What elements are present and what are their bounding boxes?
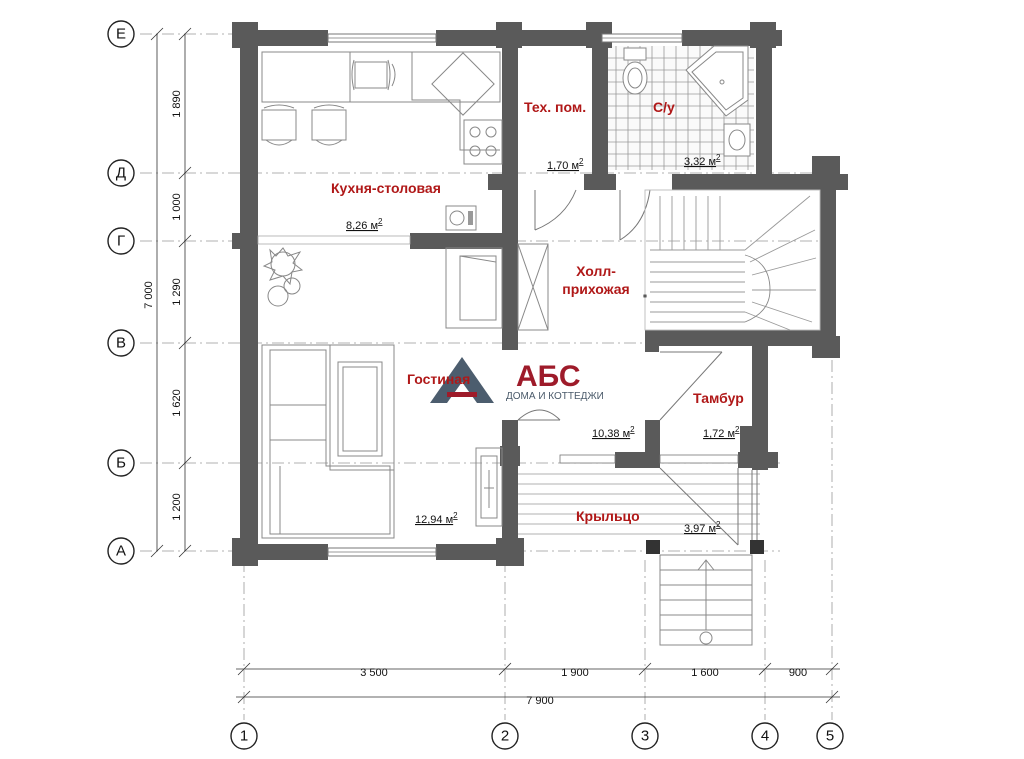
room-labels: Кухня-столовая 8,26 м2 Тех. пом. 1,70 м2… [331,99,744,535]
room-name-kitchen: Кухня-столовая [331,180,441,196]
axis-label-b: Б [116,455,126,472]
vertical-dimensions: 7 000 1 890 1 000 1 290 1 620 1 200 [143,27,192,558]
dim-vertical-3: 1 290 [171,278,183,306]
room-area-porch: 3,97 м2 [684,520,721,535]
entry-steps [659,554,753,646]
dim-vertical-5: 1 200 [171,493,183,521]
bathroom-fixtures [622,45,751,157]
axis-label-4: 4 [761,728,769,745]
logo-main-text: АБС [516,360,581,393]
doors [517,189,739,546]
logo-triangle-icon [430,357,494,403]
axis-label-e: Е [116,26,126,43]
staircase [642,189,821,331]
axis-label-1: 1 [240,728,248,745]
room-name-tech: Тех. пом. [524,99,586,115]
hall-wardrobe [517,243,549,331]
room-name-porch: Крыльцо [576,508,640,524]
axis-label-2: 2 [501,728,509,745]
logo-sub-text: ДОМА И КОТТЕДЖИ [506,391,604,402]
room-area-tambur: 1,72 м2 [703,425,740,440]
room-name-bathroom: С/у [653,99,675,115]
axis-label-v: В [116,335,126,352]
axis-bubbles-numbers: 1 2 3 4 5 [230,722,844,750]
axis-label-3: 3 [641,728,649,745]
living-furniture [261,247,503,539]
axis-bubbles-letters: Е Д Г В Б А [107,20,135,565]
dim-horizontal-4: 900 [789,667,807,679]
axis-label-g: Г [117,233,125,250]
kitchen-furniture [261,51,503,231]
dim-horizontal-2: 1 900 [561,667,589,679]
dim-vertical-1: 1 890 [171,90,183,118]
porch-deck [516,470,760,545]
dim-vertical-total: 7 000 [143,281,155,309]
axis-label-d: Д [116,165,126,182]
room-name-living: Гостиная [407,371,470,387]
walls [232,22,848,566]
horizontal-dimensions: 3 500 1 900 1 600 900 7 900 [236,662,840,707]
room-area-hall: 10,38 м2 [592,425,635,440]
axis-label-a: А [116,543,126,560]
dim-vertical-4: 1 620 [171,389,183,417]
room-area-kitchen: 8,26 м2 [346,217,383,232]
windows [257,33,739,557]
room-name-hall: Холл-прихожая [562,263,629,297]
abs-logo: АБС ДОМА И КОТТЕДЖИ [430,357,604,403]
room-area-living: 12,94 м2 [415,511,458,526]
dim-horizontal-1: 3 500 [360,667,388,679]
room-name-tambur: Тамбур [693,390,744,406]
dim-horizontal-total: 7 900 [526,695,554,707]
axis-label-5: 5 [826,728,834,745]
dim-vertical-2: 1 000 [171,193,183,221]
room-area-tech: 1,70 м2 [547,157,584,172]
room-area-bathroom: 3,32 м2 [684,153,721,168]
dim-horizontal-3: 1 600 [691,667,719,679]
